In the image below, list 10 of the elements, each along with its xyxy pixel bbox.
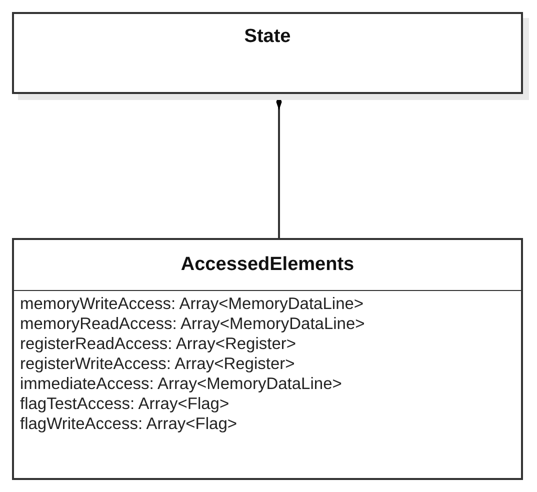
attribute-text: memoryWriteAccess: Array<MemoryDataLine> bbox=[20, 295, 364, 313]
attribute-text: registerWriteAccess: Array<Register> bbox=[20, 355, 295, 373]
class-box bbox=[12, 238, 523, 480]
attribute-text: registerReadAccess: Array<Register> bbox=[20, 335, 296, 353]
attribute-text: flagWriteAccess: Array<Flag> bbox=[20, 415, 238, 433]
class-name: AccessedElements bbox=[180, 254, 354, 276]
attribute-text: immediateAccess: Array<MemoryDataLine> bbox=[20, 375, 342, 393]
attribute-text: memoryReadAccess: Array<MemoryDataLine> bbox=[20, 315, 365, 333]
attribute-text: flagTestAccess: Array<Flag> bbox=[20, 395, 230, 413]
class-name: State bbox=[244, 26, 291, 48]
